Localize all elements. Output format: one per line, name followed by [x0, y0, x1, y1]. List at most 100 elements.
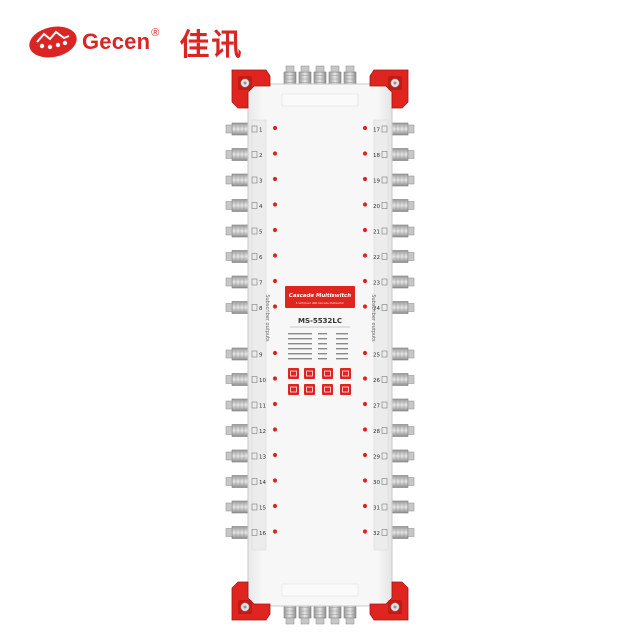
input-connector: [343, 65, 357, 87]
port-tv-icon: [251, 176, 258, 184]
f-connector: [225, 398, 249, 412]
left-port-number: 14: [259, 480, 266, 486]
f-connector: [225, 424, 249, 437]
cert-badge-icon: [288, 368, 299, 379]
f-connector: [391, 347, 415, 361]
f-connector: [225, 475, 249, 488]
left-port-number: 5: [259, 230, 263, 236]
brand-chinese-name: 佳讯: [179, 28, 244, 63]
port-tv-icon: [381, 202, 388, 209]
f-connector: [391, 526, 415, 539]
led-dot: [272, 278, 278, 284]
right-port-number: 24: [373, 306, 380, 312]
model-number: MS-5532LC: [298, 317, 342, 325]
right-side-label: Subscriber outputs: [370, 294, 376, 342]
f-connector: [391, 250, 415, 263]
left-port-number: 15: [259, 506, 266, 512]
right-port-number: 27: [373, 404, 380, 410]
f-connector: [391, 148, 415, 161]
led-dot: [362, 176, 368, 182]
port-tv-icon: [381, 151, 388, 158]
port-tv-icon: [251, 427, 258, 434]
corner-bracket-icon: [231, 69, 271, 109]
certification-icons: [288, 368, 351, 395]
f-connector: [391, 275, 415, 289]
f-connector: [391, 301, 415, 314]
port-tv-icon: [251, 253, 258, 260]
f-connector: [225, 526, 249, 539]
f-connector: [391, 475, 415, 488]
spec-table: [288, 333, 348, 360]
left-port-number: 2: [259, 153, 263, 159]
led-dot: [362, 376, 368, 381]
input-connector: [313, 65, 327, 87]
led-dot: [362, 452, 368, 458]
port-tv-icon: [381, 176, 388, 184]
led-dot: [362, 151, 368, 156]
port-tv-icon: [381, 427, 388, 434]
right-port-number: 20: [373, 204, 380, 210]
right-port-number: 25: [373, 353, 380, 359]
f-connector: [225, 224, 249, 238]
bottom-connectors: [283, 603, 357, 625]
port-tv-icon: [251, 503, 258, 511]
f-connector: [391, 122, 415, 136]
f-connector: [225, 173, 249, 187]
port-tv-icon: [251, 452, 258, 460]
led-dot: [272, 125, 278, 131]
led-dot: [362, 427, 368, 432]
right-port-number: 19: [373, 179, 380, 185]
right-port-number: 31: [373, 506, 380, 512]
cert-badge-icon: [288, 384, 299, 395]
led-dot: [362, 125, 368, 131]
led-dot: [272, 376, 278, 381]
port-tv-icon: [251, 151, 258, 158]
device-body: [247, 83, 393, 607]
led-dot: [272, 151, 278, 156]
led-dot: [272, 304, 278, 309]
right-port-number: 21: [373, 230, 380, 236]
f-connector: [391, 398, 415, 412]
left-port-number: 3: [259, 179, 263, 185]
left-side-label: Subscriber outputs: [264, 294, 270, 342]
led-dot: [272, 253, 278, 258]
led-dot: [362, 304, 368, 309]
led-dot: [272, 529, 278, 534]
led-dot: [362, 503, 368, 509]
port-tv-icon: [251, 350, 258, 358]
port-tv-icon: [381, 350, 388, 358]
port-tv-icon: [251, 478, 258, 485]
input-label-strip-bottom: [281, 583, 359, 597]
f-connector: [225, 449, 249, 463]
cert-badge-icon: [340, 384, 351, 395]
port-tv-icon: [251, 376, 258, 383]
f-connector: [225, 500, 249, 514]
right-port-number: 22: [373, 255, 380, 261]
led-dot: [362, 478, 368, 483]
port-tv-icon: [381, 452, 388, 460]
led-dot: [272, 401, 278, 407]
left-port-number: 12: [259, 429, 266, 435]
f-connector: [225, 373, 249, 386]
f-connector: [391, 224, 415, 238]
right-port-number: 30: [373, 480, 380, 486]
corner-bracket-icon: [369, 69, 409, 109]
input-connector: [298, 65, 312, 87]
led-indicators: [272, 125, 368, 534]
port-tv-icon: [251, 227, 258, 235]
input-label-strip-top: [281, 93, 359, 107]
center-panel: Cascade Multiswitch 5 SAT/Quad LNB Casca…: [285, 286, 355, 395]
right-port-number: 18: [373, 153, 380, 159]
right-port-number: 23: [373, 281, 380, 287]
port-tv-icon: [381, 227, 388, 235]
input-connector: [328, 603, 342, 625]
input-connector: [328, 65, 342, 87]
port-tv-icon: [381, 253, 388, 260]
brand-name: Gecen: [82, 29, 151, 54]
registered-mark: ®: [151, 27, 160, 39]
port-tv-icon: [251, 401, 258, 409]
right-port-number: 28: [373, 429, 380, 435]
left-port-number: 11: [259, 404, 266, 410]
f-connector: [391, 500, 415, 514]
